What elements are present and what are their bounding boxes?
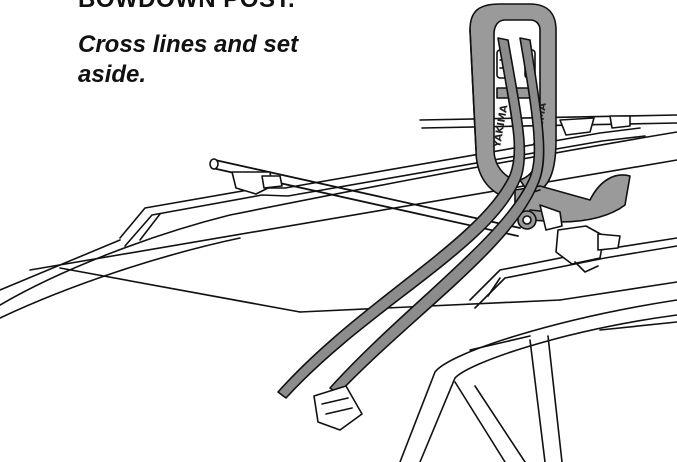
roof-rails (119, 127, 677, 309)
windshield-frame (399, 299, 677, 462)
instruction-text: Cross lines and set aside. (78, 30, 338, 90)
tower-foot-left (231, 171, 283, 195)
step-heading: BOWDOWN POST. (78, 0, 295, 14)
kayak-cradle (469, 3, 631, 231)
strap-buckle (313, 385, 363, 431)
tie-down-straps (277, 37, 545, 431)
tower-foot-right-front (555, 225, 621, 273)
instruction-line-2: aside. (78, 61, 147, 88)
tower-foot-right-rear (559, 115, 631, 136)
instruction-line-1: Cross lines and set (78, 31, 299, 58)
car-roof (0, 131, 677, 319)
